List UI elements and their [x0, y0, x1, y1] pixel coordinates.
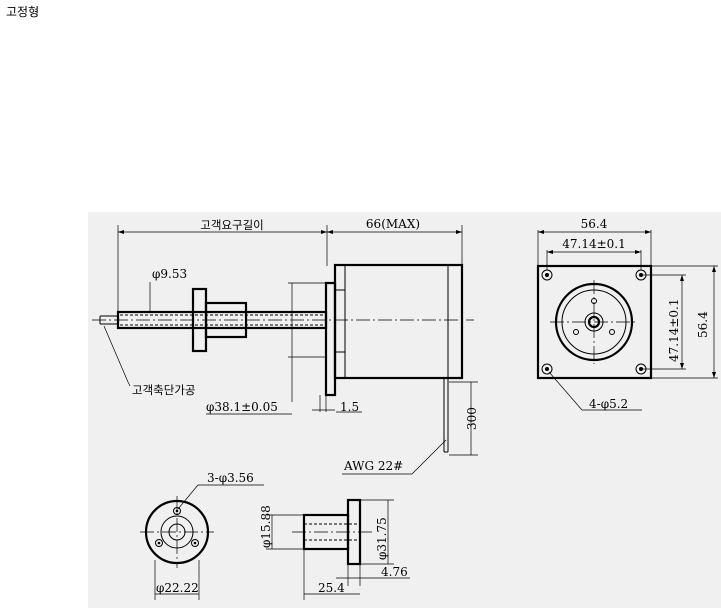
nut-body-side: [204, 301, 248, 339]
pilot-dia-label: φ38.1±0.05: [206, 400, 278, 414]
front-view: 56.4 47.14±0.1 56.4 47.14±0.1: [536, 217, 718, 411]
nut-body-dia-label: φ15.88: [259, 505, 273, 548]
nut-front-view: 3-φ3.56 φ22.22: [140, 471, 264, 600]
flange-square: [536, 264, 653, 380]
frame-width-side-label: 56.4: [696, 311, 710, 338]
max-length-label: 66(MAX): [366, 217, 420, 231]
page-title: 고정형: [6, 5, 40, 19]
side-view: 고객요구길이 66(MAX) 1.5 φ9.5: [92, 217, 479, 475]
hole-pitch-v-label: 47.14±0.1: [667, 299, 681, 363]
pilot-height-label: 1.5: [340, 400, 359, 414]
nut-flange-thickness-label: 4.76: [381, 565, 408, 579]
hole-pitch-h-label: 47.14±0.1: [562, 237, 626, 251]
frame-width-top-label: 56.4: [581, 217, 608, 231]
wire-gauge-label: AWG 22#: [343, 459, 403, 473]
front-flange: [324, 281, 337, 397]
shaft-machining-label: 고객축단가공: [132, 383, 195, 397]
customer-length-label: 고객요구길이: [200, 218, 263, 232]
lead-screw-dia-label: φ9.53: [152, 267, 187, 281]
nut-length-label: 25.4: [318, 581, 345, 595]
nut-flange-dia-label: φ31.75: [375, 517, 389, 560]
nut-side-view: φ15.88 φ31.75 4.76 25.4: [259, 498, 410, 600]
lead-wire-length-label: 300: [465, 407, 479, 430]
nut-pitch-dia-label: φ22.22: [156, 581, 199, 595]
nut-holes-label: 3-φ3.56: [207, 471, 254, 485]
mount-holes-label: 4-φ5.2: [589, 397, 628, 411]
